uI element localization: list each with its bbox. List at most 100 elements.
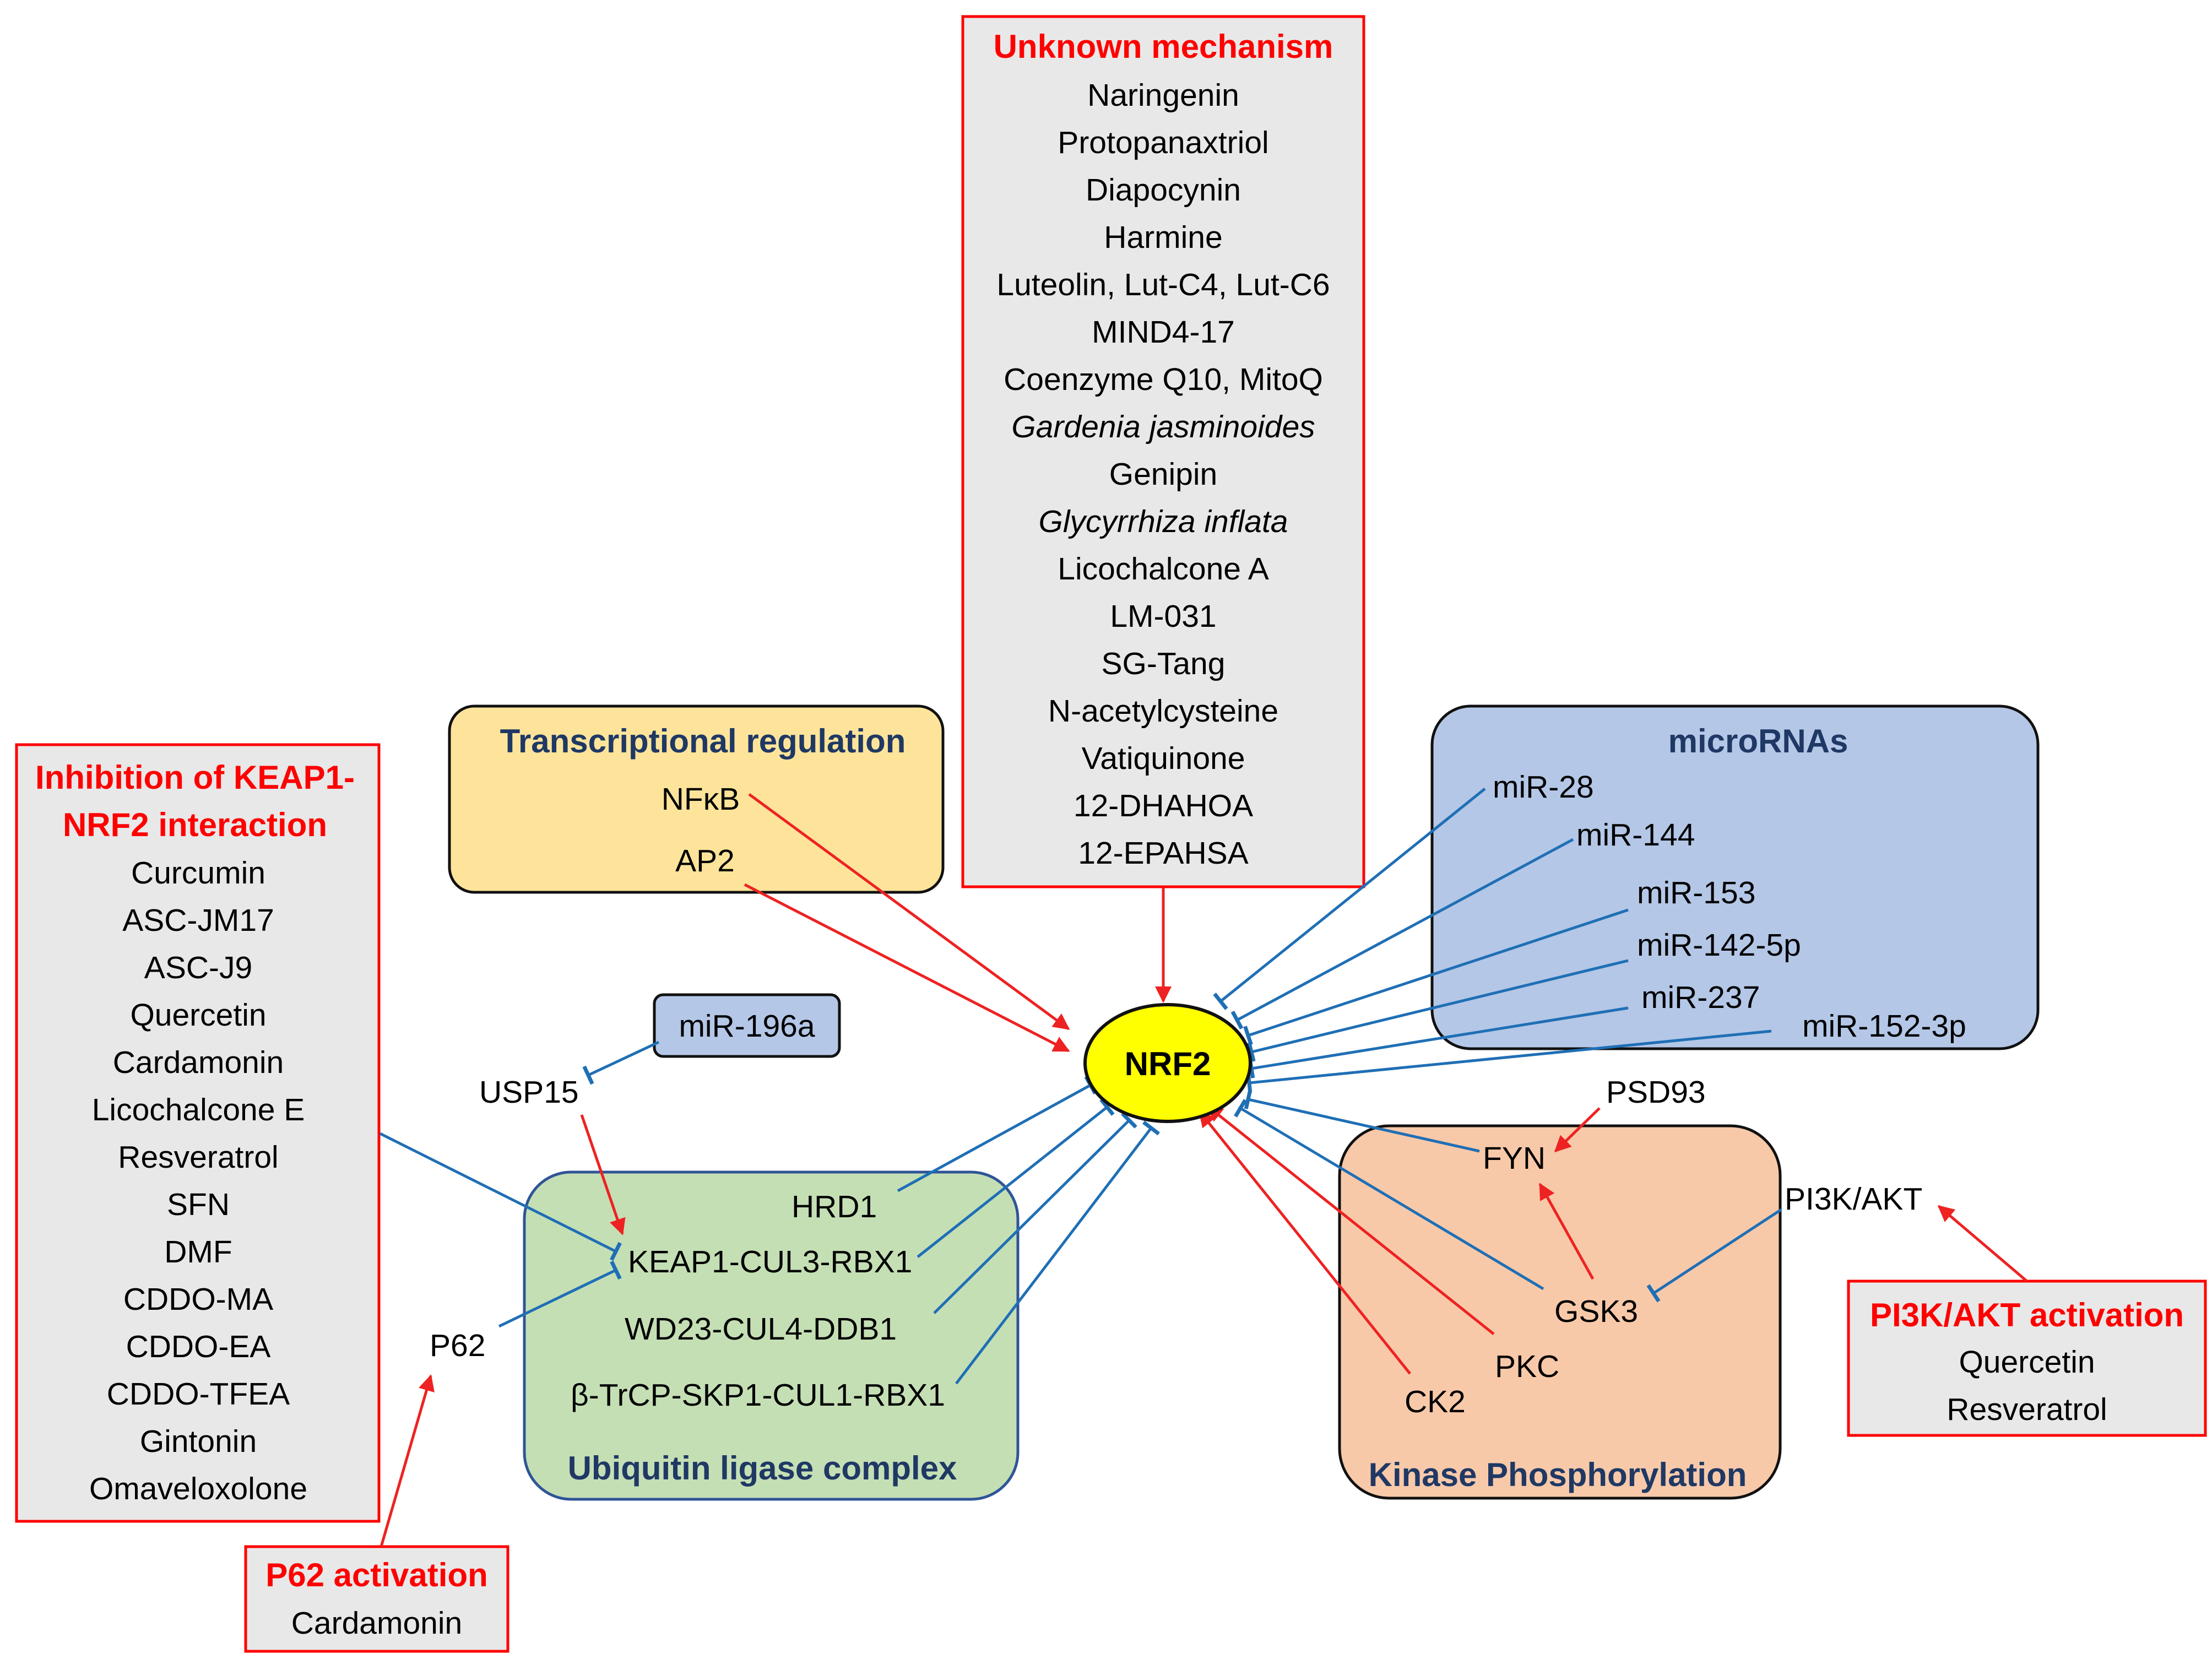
unknown-mechanism-item: Coenzyme Q10, MitoQ: [1004, 362, 1323, 397]
kinase-title: Kinase Phosphorylation: [1369, 1456, 1747, 1493]
inhibit-btrcp-nrf2: [955, 1120, 1161, 1385]
unknown-mechanism-title: Unknown mechanism: [994, 28, 1333, 65]
unknown-mechanism-item: Harmine: [1104, 220, 1222, 255]
keap1-inhibition-item: Licochalcone E: [92, 1092, 305, 1127]
keap1-inhibition-item: ASC-JM17: [122, 903, 274, 938]
keap1-inhibition-item: SFN: [167, 1187, 230, 1222]
inhibit-mir237-nrf2: [1248, 1006, 1629, 1078]
keap1-inhibition-title-line2: NRF2 interaction: [63, 806, 327, 843]
btrcp-skp1-cul1-rbx1-label: β-TrCP-SKP1-CUL1-RBX1: [571, 1378, 945, 1413]
inhibit-wd23-nrf2: [933, 1112, 1137, 1314]
unknown-mechanism-list: NaringeninProtopanaxtriolDiapocyninHarmi…: [996, 78, 1330, 871]
inhibit-pi3k-gsk3: [1646, 1208, 1782, 1303]
keap1-inhibition-item: ASC-J9: [144, 950, 252, 985]
ap2-label: AP2: [675, 843, 735, 879]
ck2-label: CK2: [1405, 1384, 1466, 1419]
arrow-usp15-to-keap1: [580, 1114, 626, 1235]
keap1-inhibition-item: CDDO-MA: [123, 1282, 273, 1317]
mir196a-box: [653, 993, 841, 1058]
mir-237-label: miR-237: [1641, 980, 1760, 1015]
unknown-mechanism-item: Diapocynin: [1086, 172, 1241, 208]
pi3k-label: PI3K/AKT: [1785, 1181, 1922, 1217]
kinase-box: [1338, 1124, 1782, 1500]
inhibit-gsk3-nrf2: [1234, 1099, 1544, 1291]
unknown-mechanism-item: N-acetylcysteine: [1048, 693, 1278, 729]
unknown-mechanism-item: Naringenin: [1087, 78, 1239, 113]
fyn-label: FYN: [1483, 1141, 1546, 1176]
keap1-inhibition-item: CDDO-TFEA: [107, 1376, 290, 1412]
arrow-psd93-to-fyn: [1554, 1107, 1601, 1153]
unknown-mechanism-item: Luteolin, Lut-C4, Lut-C6: [996, 267, 1330, 302]
unknown-mechanism-item: Licochalcone A: [1058, 551, 1268, 587]
p62-label: P62: [430, 1328, 485, 1363]
keap1-inhibition-item: Omaveloxolone: [89, 1471, 307, 1506]
arrow-ap2-to-nrf2: [744, 883, 1070, 1053]
micrornas-box: [1430, 704, 2040, 1050]
unknown-mechanism-item: Vatiquinone: [1082, 741, 1245, 776]
gsk3-label: GSK3: [1554, 1294, 1638, 1329]
inhibit-mir144-nrf2: [1230, 838, 1574, 1030]
arrow-ck2-to-nrf2: [1199, 1110, 1411, 1375]
pi3k-activation-box: [1847, 1280, 2207, 1437]
keap1-inhibition-title-line1: Inhibition of KEAP1-: [35, 759, 355, 796]
unknown-mechanism-item: Protopanaxtriol: [1058, 125, 1268, 160]
mir-153-label: miR-153: [1637, 875, 1755, 910]
inhibit-mir152-nrf2: [1246, 1029, 1772, 1093]
unknown-mechanism-item: Genipin: [1109, 457, 1217, 492]
ubiquitin-title: Ubiquitin ligase complex: [568, 1450, 957, 1487]
hrd1-label: HRD1: [791, 1189, 877, 1224]
nfkb-label: NFκB: [662, 782, 740, 817]
inhibit-mir142-nrf2: [1247, 959, 1629, 1062]
mir196a-label: miR-196a: [679, 1009, 815, 1044]
pkc-label: PKC: [1495, 1349, 1559, 1384]
inhibit-keap1-nrf2: [917, 1098, 1115, 1258]
unknown-mechanism-item: Gardenia jasminoides: [1011, 409, 1315, 444]
arrow-pi3kact-to-pi3k: [1937, 1205, 2028, 1282]
arrow-gsk3-to-fyn: [1538, 1183, 1595, 1280]
unknown-mechanism-item: SG-Tang: [1102, 646, 1226, 681]
mir-152-3p-label: miR-152-3p: [1802, 1009, 1966, 1044]
transcriptional-title: Transcriptional regulation: [500, 723, 906, 760]
arrow-cardamonin-to-p62: [379, 1374, 435, 1547]
p62-activation-box: [244, 1545, 509, 1653]
inhibit-keap1inhib-keap1: [379, 1132, 622, 1261]
inhibit-mir28-nrf2: [1213, 788, 1486, 1010]
wd23-cul4-ddb1-label: WD23-CUL4-DDB1: [625, 1311, 897, 1347]
unknown-mechanism-item: LM-031: [1110, 599, 1216, 634]
p62-activation-item-cardamonin: Cardamonin: [291, 1606, 463, 1641]
micrornas-title: microRNAs: [1668, 723, 1848, 760]
mir-142-5p-label: miR-142-5p: [1637, 928, 1801, 963]
mir-144-label: miR-144: [1576, 817, 1695, 853]
keap1-inhibition-item: Quercetin: [130, 997, 266, 1033]
keap1-inhibition-box: [15, 743, 381, 1523]
keap1-inhibition-item: Cardamonin: [113, 1045, 284, 1080]
inhibit-mir196a-usp15: [582, 1040, 660, 1085]
inhibit-fyn-nrf2: [1244, 1089, 1480, 1153]
unknown-mechanism-box: [961, 15, 1365, 888]
ubiquitin-box: [523, 1170, 1020, 1501]
keap1-inhibition-list: CurcuminASC-JM17ASC-J9QuercetinCardamoni…: [89, 855, 307, 1506]
keap1-cul3-rbx1-label: KEAP1-CUL3-RBX1: [628, 1244, 912, 1280]
nrf2-label: NRF2: [1125, 1045, 1211, 1082]
unknown-mechanism-item: Glycyrrhiza inflata: [1039, 504, 1288, 539]
pi3k-activation-item-resveratrol: Resveratrol: [1947, 1392, 2107, 1427]
keap1-inhibition-item: DMF: [164, 1234, 232, 1270]
unknown-mechanism-item: 12-DHAHOA: [1074, 788, 1253, 823]
nrf2-node: [1083, 1003, 1252, 1123]
keap1-inhibition-item: CDDO-EA: [126, 1329, 271, 1364]
pi3k-activation-item-quercetin: Quercetin: [1959, 1344, 2095, 1380]
mir-28-label: miR-28: [1493, 769, 1594, 805]
keap1-inhibition-item: Curcumin: [131, 855, 265, 891]
pi3k-activation-title: PI3K/AKT activation: [1870, 1297, 2184, 1333]
inhibit-hrd1-nrf2: [897, 1075, 1097, 1192]
unknown-mechanism-item: MIND4-17: [1092, 315, 1235, 350]
arrow-nfkb-to-nrf2: [748, 793, 1070, 1031]
inhibit-mir153-nrf2: [1243, 908, 1629, 1045]
unknown-mechanism-item: 12-EPAHSA: [1078, 836, 1248, 871]
psd93-label: PSD93: [1606, 1075, 1706, 1110]
arrow-pkc-to-nrf2: [1206, 1105, 1495, 1335]
usp15-label: USP15: [479, 1075, 579, 1110]
keap1-inhibition-item: Gintonin: [140, 1424, 257, 1459]
inhibit-p62-keap1: [498, 1260, 622, 1328]
